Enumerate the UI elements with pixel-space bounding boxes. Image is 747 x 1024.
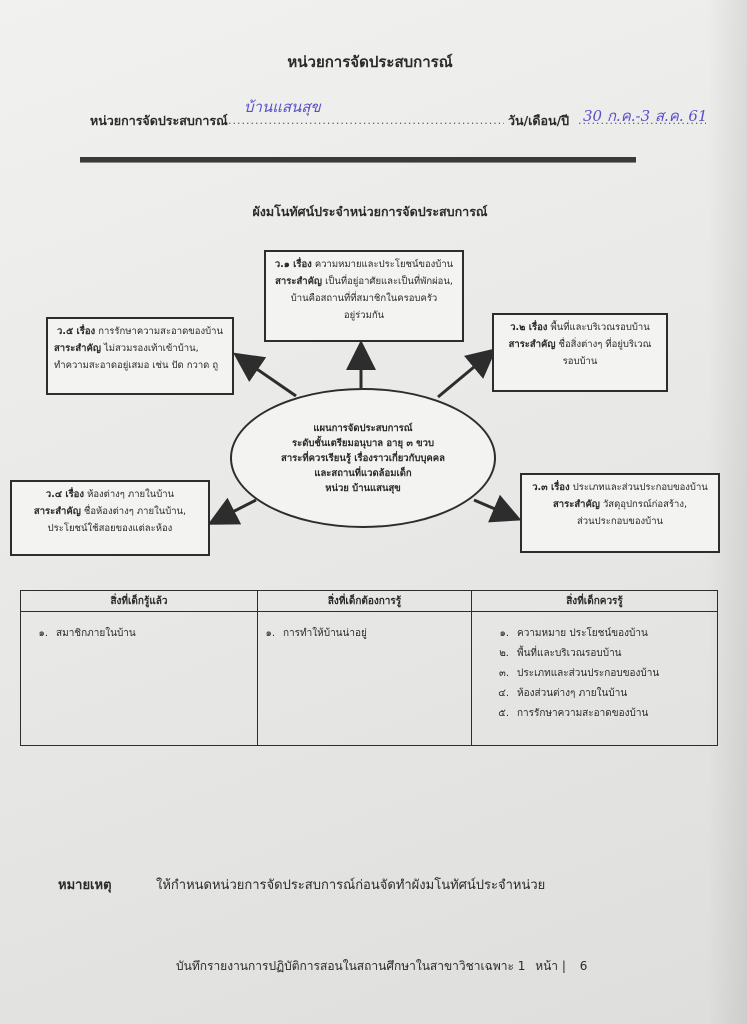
topic-1-key: เป็นที่อยู่อาศัยและเป็นที่พักผ่อน, [325,276,453,287]
topic-3-extra-1: ส่วนประกอบของบ้าน [576,516,664,527]
want-item-1-num: ๑. [265,628,275,639]
date-dotted-line: ...................................... [578,114,706,127]
topic-4-head: ว.๔ เรื่อง [45,489,85,500]
topic-3-head: ว.๓ เรื่อง [532,482,570,493]
topic-2-key-label: สาระสำคัญ [508,339,556,350]
should-item-3: ๓. ประเภทและส่วนประกอบของบ้าน [473,664,716,684]
should-item-5-num: ๕. [498,708,509,719]
should-item-4-num: ๔. [498,688,509,699]
should-item-5: ๕. การรักษาความสะอาดของบ้าน [473,704,716,724]
topic-box-2: ว.๒ เรื่อง พื้นที่และบริเวณรอบบ้าน สาระส… [492,313,668,392]
center-line-3: สาระที่ควรเรียนรู้ เรื่องราวเกี่ยวกับบุค… [281,452,445,464]
topic-box-3: ว.๓ เรื่อง ประเภทและส่วนประกอบของบ้าน สา… [520,473,720,553]
footer-text: บันทึกรายงานการปฏิบัติการสอนในสถานศึกษาใ… [176,959,526,973]
topic-box-1: ว.๑ เรื่อง ความหมายและประโยชน์ของบ้าน สา… [264,250,464,342]
header-want: สิ่งที่เด็กต้องการรู้ [257,590,472,612]
topic-1-head: ว.๑ เรื่อง [274,259,312,270]
date-handwritten-value: 30 ก.ค.-3 ส.ค. 61 [583,107,708,125]
should-item-4: ๔. ห้องส่วนต่างๆ ภายในบ้าน [473,684,716,704]
page-title: หน่วยการจัดประสบการณ์ [287,53,453,71]
topic-2-extra-1: รอบบ้าน [562,356,598,367]
topic-3-key: วัสดุอุปกรณ์ก่อสร้าง, [602,499,687,510]
topic-1-extra-1: บ้านคือสถานที่ที่สมาชิกในครอบครัว [290,293,438,304]
should-item-2-text: พื้นที่และบริเวณรอบบ้าน [517,648,622,659]
header-divider [80,157,636,163]
known-item-1: ๑. สมาชิกภายในบ้าน [22,624,256,644]
should-item-1-text: ความหมาย ประโยชน์ของบ้าน [517,628,648,639]
should-item-2: ๒. พื้นที่และบริเวณรอบบ้าน [473,644,716,664]
table-header-row: สิ่งที่เด็กรู้แล้ว สิ่งที่เด็กต้องการรู้… [20,590,718,612]
arrow-to-topic-5 [233,352,297,398]
center-line-5: หน่วย บ้านแสนสุข [325,482,401,494]
note-label: หมายเหตุ [58,878,112,893]
should-item-1: ๑. ความหมาย ประโยชน์ของบ้าน [473,624,716,644]
topic-5-key: ไม่สวมรองเท้าเข้าบ้าน, [103,343,199,354]
should-item-4-text: ห้องส่วนต่างๆ ภายในบ้าน [517,688,628,699]
unit-label: หน่วยการจัดประสบการณ์ [90,113,228,128]
topic-4-extra-1: ประโยชน์ใช้สอยของแต่ละห้อง [47,523,173,534]
date-label: วัน/เดือน/ปี [508,113,570,128]
topic-1-extra-2: อยู่ร่วมกัน [343,310,385,321]
should-item-1-num: ๑. [499,628,509,639]
should-item-2-num: ๒. [499,648,509,659]
topic-2-head: ว.๒ เรื่อง [510,322,548,333]
should-item-3-text: ประเภทและส่วนประกอบของบ้าน [517,668,660,679]
topic-4-topic: ห้องต่างๆ ภายในบ้าน [87,489,175,500]
should-item-3-num: ๓. [498,668,509,679]
topic-1-topic: ความหมายและประโยชน์ของบ้าน [314,259,454,270]
known-item-1-num: ๑. [38,628,48,639]
footer-page-label: หน้า | [535,959,566,973]
mindmap-title: ผังมโนทัศน์ประจำหน่วยการจัดประสบการณ์ [252,204,488,219]
topic-2-key: ชื่อสิ่งต่างๆ ที่อยู่บริเวณ [558,339,652,350]
want-item-1-text: การทำให้บ้านน่าอยู่ [283,628,367,639]
arrow-to-topic-4 [207,497,257,525]
want-item-1: ๑. การทำให้บ้านน่าอยู่ [249,624,470,644]
topic-3-key-label: สาระสำคัญ [552,499,600,510]
topic-4-key-label: สาระสำคัญ [33,506,81,517]
header-should: สิ่งที่เด็กควรรู้ [471,590,718,612]
topic-2-topic: พื้นที่และบริเวณรอบบ้าน [550,322,650,333]
footer-page-number: 6 [579,959,588,973]
note-text: ให้กำหนดหน่วยการจัดประสบการณ์ก่อนจัดทำผั… [156,878,546,893]
center-line-2: ระดับชั้นเตรียมอนุบาล อายุ ๓ ขวบ [292,437,434,449]
unit-dotted-line: ........................................… [228,114,504,127]
should-item-5-text: การรักษาความสะอาดของบ้าน [517,708,649,719]
known-item-1-text: สมาชิกภายในบ้าน [56,628,136,639]
topic-3-topic: ประเภทและส่วนประกอบของบ้าน [572,482,708,493]
known-cell: ๑. สมาชิกภายในบ้าน [20,611,258,746]
table-row: ๑.สมาชิกภายในบ้าน ๑.การทำให้บ้านน่าอยู่ … [20,611,718,746]
topic-4-key: ชื่อห้องต่างๆ ภายในบ้าน, [83,506,187,517]
topic-5-key-label: สาระสำคัญ [54,343,101,354]
topic-1-key-label: สาระสำคัญ [275,276,323,287]
center-line-4: และสถานที่แวดล้อมเด็ก [314,467,412,479]
want-cell: ๑. การทำให้บ้านน่าอยู่ [257,611,472,746]
topic-box-5: ว.๕ เรื่อง การรักษาความสะอาดของบ้าน สาระ… [46,317,234,395]
arrow-to-topic-2 [437,348,497,399]
topic-5-extra-1: ทำความสะอาดอยู่เสมอ เช่น ปัด กวาด ถู [54,360,219,371]
center-line-1: แผนการจัดประสบการณ์ [313,422,413,434]
page-footer: บันทึกรายงานการปฏิบัติการสอนในสถานศึกษาใ… [176,957,587,976]
topic-5-head: ว.๕ เรื่อง [57,326,96,337]
learning-table: สิ่งที่เด็กรู้แล้ว สิ่งที่เด็กต้องการรู้… [20,590,718,746]
arrow-to-topic-3 [473,494,522,523]
mindmap-center: แผนการจัดประสบการณ์ ระดับชั้นเตรียมอนุบา… [230,388,496,528]
unit-handwritten-value: บ้านแสนสุข [244,98,321,116]
topic-box-4: ว.๔ เรื่อง ห้องต่างๆ ภายในบ้าน สาระสำคัญ… [10,480,210,556]
should-cell: ๑. ความหมาย ประโยชน์ของบ้าน ๒. พื้นที่และบ… [471,611,718,746]
topic-5-topic: การรักษาความสะอาดของบ้าน [98,326,223,337]
header-known: สิ่งที่เด็กรู้แล้ว [20,590,258,612]
